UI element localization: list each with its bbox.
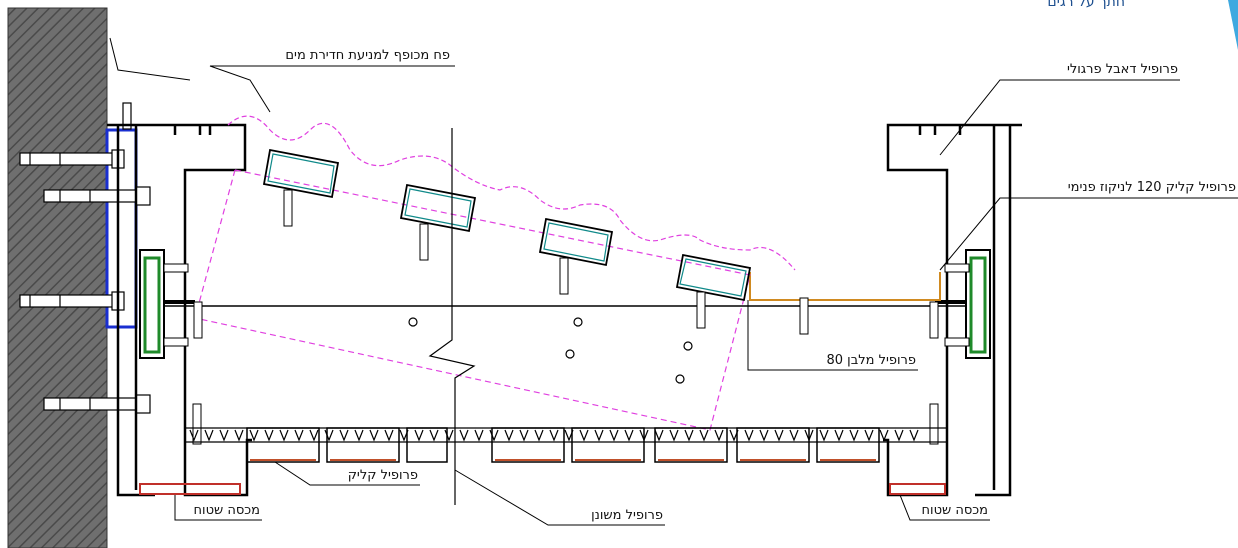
label-flat-cover-right: מכסה שטוח bbox=[922, 503, 988, 518]
left-gasket bbox=[143, 256, 161, 354]
label-toothed-profile: פרופיל משונן bbox=[591, 508, 663, 523]
corner-accent bbox=[1228, 0, 1238, 50]
click-profile-cells bbox=[246, 427, 880, 463]
rivets bbox=[408, 317, 693, 384]
break-line bbox=[428, 128, 476, 505]
right-gasket bbox=[969, 256, 987, 354]
leaders bbox=[109, 37, 1238, 526]
label-click120: פרופיל קליק 120 לניקוז פנימי bbox=[1068, 180, 1236, 195]
label-bent-sheet: פח מכופף למניעת חדירת מים bbox=[285, 48, 450, 63]
louver-blades bbox=[262, 148, 752, 302]
label-flat-cover-left: מכסה שטוח bbox=[194, 503, 260, 518]
click-120-gutter bbox=[749, 272, 941, 301]
label-click-profile: פרופיל קליק bbox=[348, 468, 418, 483]
label-profile80: פרופיל מלבן 80 bbox=[826, 353, 916, 368]
water-wave bbox=[227, 115, 796, 271]
right-flat-cover bbox=[889, 483, 946, 495]
screws bbox=[192, 189, 939, 445]
right-profile bbox=[883, 123, 1022, 497]
rotation-envelope bbox=[194, 169, 751, 431]
drawing-title: חתך על רגים bbox=[1047, 0, 1125, 10]
label-pergola-double: פרופיל דאבל פרגולי bbox=[1067, 62, 1178, 77]
toothed-ceiling bbox=[185, 427, 947, 443]
left-flat-cover bbox=[139, 483, 241, 495]
concrete-wall bbox=[7, 7, 108, 548]
left-profile bbox=[107, 123, 252, 497]
